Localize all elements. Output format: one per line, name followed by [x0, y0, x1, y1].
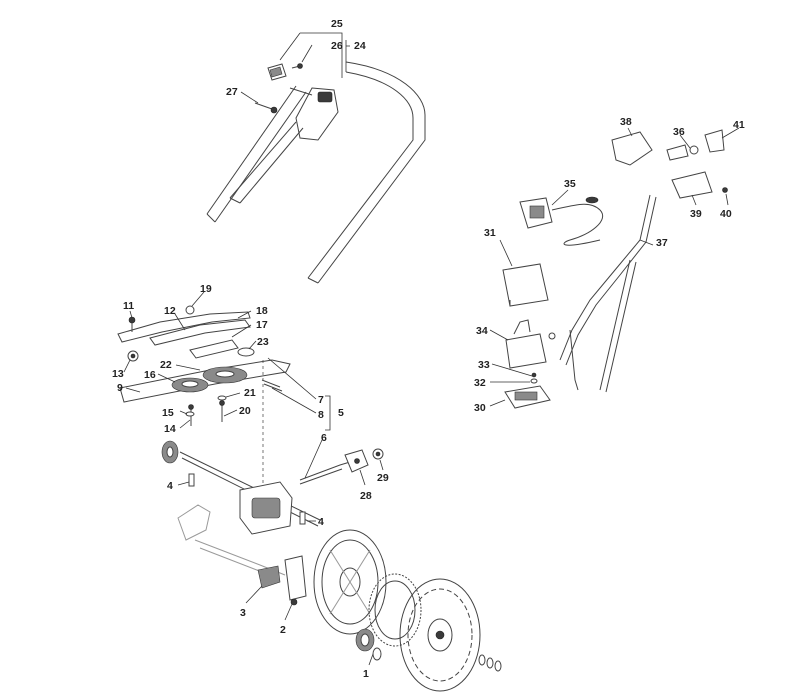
label-19: 19 — [200, 283, 212, 295]
battery-cover — [502, 263, 549, 307]
label-3: 3 — [240, 607, 246, 619]
label-20: 20 — [239, 405, 251, 417]
label-39: 39 — [690, 208, 702, 220]
leader-lines — [123, 44, 740, 666]
label-21: 21 — [244, 387, 256, 399]
label-32: 32 — [474, 377, 486, 389]
height-adjuster — [257, 555, 307, 606]
label-6: 6 — [321, 432, 327, 444]
label-16: 16 — [144, 369, 156, 381]
gear-ring — [368, 573, 422, 647]
label-15: 15 — [162, 407, 174, 419]
label-1: 1 — [363, 668, 369, 680]
rear-wheel-cover — [313, 529, 387, 635]
label-40: 40 — [720, 208, 732, 220]
wheel-washers — [478, 654, 502, 672]
gearbox-axle-group — [161, 360, 384, 535]
label-24: 24 — [354, 40, 366, 52]
label-37: 37 — [656, 237, 668, 249]
wiring-harness — [559, 194, 657, 393]
label-27: 27 — [226, 86, 238, 98]
label-23: 23 — [257, 336, 269, 348]
control-lever-assembly — [229, 87, 339, 204]
label-36: 36 — [673, 126, 685, 138]
label-38: 38 — [620, 116, 632, 128]
label-5: 5 — [338, 407, 344, 419]
label-11: 11 — [123, 300, 134, 312]
label-34: 34 — [476, 325, 488, 337]
label-12: 12 — [164, 305, 176, 317]
clip-part — [267, 63, 287, 81]
label-35: 35 — [564, 178, 576, 190]
label-29: 29 — [377, 472, 389, 484]
label-28: 28 — [360, 490, 372, 502]
screw-27 — [254, 102, 278, 114]
label-18: 18 — [256, 305, 268, 317]
label-7: 7 — [318, 394, 324, 406]
label-41: 41 — [733, 119, 745, 131]
label-17: 17 — [256, 319, 268, 331]
wheel-bearing-1 — [355, 628, 382, 661]
label-14: 14 — [164, 423, 176, 435]
part-labels: 1 2 3 4 4 5 6 7 8 9 11 12 13 14 15 16 17… — [112, 18, 745, 680]
bracket-24-25 — [279, 32, 350, 78]
label-25: 25 — [331, 18, 343, 30]
label-4b: 4 — [318, 516, 324, 528]
label-4a: 4 — [167, 480, 173, 492]
screw-26 — [291, 63, 303, 69]
label-8: 8 — [318, 409, 324, 421]
key-switch-parts — [611, 129, 728, 199]
label-2: 2 — [280, 624, 286, 636]
label-31: 31 — [484, 227, 496, 239]
charger — [519, 196, 603, 246]
belt-pulley-group — [117, 305, 291, 426]
rear-wheel — [399, 578, 481, 692]
handlebar — [206, 61, 426, 284]
control-module — [504, 372, 551, 409]
label-13: 13 — [112, 368, 124, 380]
label-30: 30 — [474, 402, 486, 414]
label-9: 9 — [117, 382, 123, 394]
label-26: 26 — [331, 40, 343, 52]
label-33: 33 — [478, 359, 490, 371]
label-22: 22 — [160, 359, 172, 371]
battery — [505, 319, 556, 369]
